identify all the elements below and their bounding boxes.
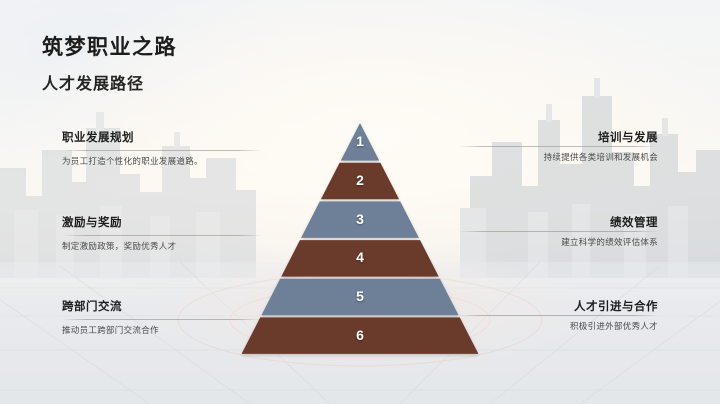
- callout-left-3-description: 推动员工跨部门交流合作: [62, 325, 159, 335]
- callout-right-1-description: 持续提供各类培训和发展机会: [543, 152, 658, 162]
- callout-right-3[interactable]: 人才引进与合作 积极引进外部优秀人才: [458, 300, 658, 332]
- callout-right-3-divider: [458, 315, 658, 316]
- callout-left-3-heading: 跨部门交流: [62, 301, 122, 313]
- pyramid-tier-label-2: 2: [356, 172, 364, 188]
- callout-right-1-divider: [458, 146, 658, 147]
- callout-right-2-divider: [458, 231, 658, 232]
- pyramid-chart: 1 2 3 4 5 6: [232, 116, 488, 364]
- callout-right-2-heading: 绩效管理: [610, 217, 658, 229]
- callout-right-1[interactable]: 培训与发展 持续提供各类培训和发展机会: [458, 131, 658, 163]
- callout-left-2[interactable]: 激励与奖励 制定激励政策，奖励优秀人才: [62, 216, 262, 252]
- page-title: 筑梦职业之路: [42, 36, 177, 59]
- callout-left-1-divider: [62, 150, 262, 151]
- pyramid-tier-label-4: 4: [356, 249, 364, 266]
- page-subtitle: 人才发展路径: [42, 76, 145, 93]
- pyramid-tier-label-1: 1: [356, 132, 364, 149]
- callout-left-2-divider: [62, 235, 262, 236]
- pyramid-tier-4[interactable]: [281, 240, 439, 277]
- callout-right-3-description: 积极引进外部优秀人才: [569, 321, 658, 331]
- callout-left-1-description: 为员工打造个性化的职业发展道路。: [62, 156, 203, 166]
- pyramid-tier-label-6: 6: [356, 326, 364, 343]
- pyramid-svg: [241, 123, 479, 354]
- pyramid-tier-label-3: 3: [356, 210, 364, 227]
- pyramid-tier-label-5: 5: [356, 288, 364, 304]
- callout-left-1[interactable]: 职业发展规划 为员工打造个性化的职业发展道路。: [62, 131, 262, 167]
- callout-left-1-heading: 职业发展规划: [62, 132, 134, 144]
- pyramid-tier-1[interactable]: [340, 123, 380, 161]
- callout-left-3-divider: [62, 319, 262, 320]
- callout-right-3-heading: 人才引进与合作: [574, 301, 658, 313]
- callout-right-2[interactable]: 绩效管理 建立科学的绩效评估体系: [458, 216, 658, 248]
- callout-left-3[interactable]: 跨部门交流 推动员工跨部门交流合作: [62, 300, 262, 336]
- pyramid-tier-6[interactable]: [241, 317, 479, 354]
- callout-right-1-heading: 培训与发展: [598, 132, 658, 144]
- callout-right-2-description: 建立科学的绩效评估体系: [561, 237, 658, 247]
- pyramid-tier-5[interactable]: [261, 278, 459, 316]
- pyramid-tier-2[interactable]: [320, 162, 400, 200]
- callout-left-2-description: 制定激励政策，奖励优秀人才: [62, 241, 177, 251]
- callout-left-2-heading: 激励与奖励: [62, 217, 122, 229]
- pyramid-tier-3[interactable]: [301, 201, 419, 238]
